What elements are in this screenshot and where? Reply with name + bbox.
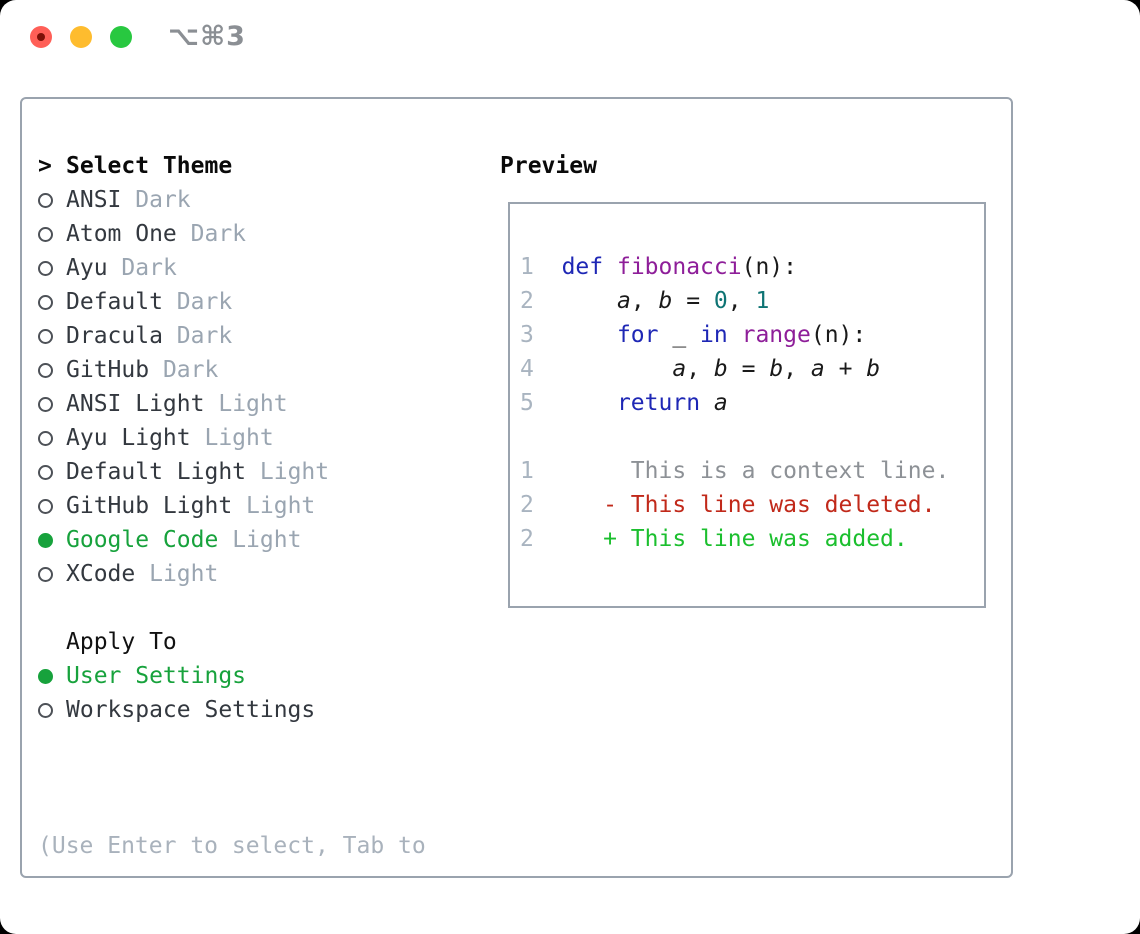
option-label: Dracula Dark xyxy=(66,323,233,349)
radio-unselected-icon xyxy=(38,566,66,582)
radio-unselected-icon xyxy=(38,498,66,514)
theme-item-dracula[interactable]: Dracula Dark xyxy=(38,319,426,353)
theme-item-google-code[interactable]: Google Code Light xyxy=(38,523,426,557)
apply-option-user-settings[interactable]: User Settings xyxy=(38,659,426,693)
option-label: XCode Light xyxy=(66,561,219,587)
radio-unselected-icon xyxy=(38,464,66,480)
option-label: Workspace Settings xyxy=(66,697,316,723)
option-label: Ayu Light Light xyxy=(66,425,274,451)
option-label: GitHub Dark xyxy=(66,357,219,383)
theme-item-ansi[interactable]: ANSI Dark xyxy=(38,183,426,217)
radio-unselected-icon xyxy=(38,396,66,412)
preview-box: 1 def fibonacci(n): 2 a, b = 0, 1 3 for _ … xyxy=(508,202,986,608)
radio-selected-icon xyxy=(38,532,66,548)
radio-unselected-icon xyxy=(38,294,66,310)
diff-line-ctx: 1 This is a context line. xyxy=(520,458,950,484)
theme-item-xcode[interactable]: XCode Light xyxy=(38,557,426,591)
maximize-button[interactable] xyxy=(110,26,132,48)
code-line: 1 def fibonacci(n): xyxy=(520,254,797,280)
option-label: Ayu Dark xyxy=(66,255,177,281)
radio-unselected-icon xyxy=(38,192,66,208)
option-label: Default Light Light xyxy=(66,459,330,485)
focus-caret-icon: > xyxy=(38,153,52,179)
option-label: ANSI Light Light xyxy=(66,391,288,417)
radio-unselected-icon xyxy=(38,226,66,242)
code-line: 5 return a xyxy=(520,390,728,416)
option-label: GitHub Light Light xyxy=(66,493,316,519)
apply-to-heading-label: Apply To xyxy=(66,629,177,655)
hint-text: (Use Enter to select, Tab to change focu… xyxy=(38,761,426,934)
spacer xyxy=(38,727,426,761)
diff-line-del: 2 - This line was deleted. xyxy=(520,492,936,518)
code-line: 3 for _ in range(n): xyxy=(520,322,867,348)
preview-heading: Preview xyxy=(500,153,597,179)
option-label: User Settings xyxy=(66,663,247,689)
radio-unselected-icon xyxy=(38,260,66,276)
code-line: 2 a, b = 0, 1 xyxy=(520,288,770,314)
theme-item-default[interactable]: Default Dark xyxy=(38,285,426,319)
window-title: ⌥⌘3 xyxy=(168,21,246,52)
apply-option-workspace-settings[interactable]: Workspace Settings xyxy=(38,693,426,727)
minimize-button[interactable] xyxy=(70,26,92,48)
close-button[interactable] xyxy=(30,26,52,48)
spacer xyxy=(38,591,426,625)
theme-item-ayu-light[interactable]: Ayu Light Light xyxy=(38,421,426,455)
apply-to-heading: Apply To xyxy=(38,625,426,659)
theme-item-atom-one[interactable]: Atom One Dark xyxy=(38,217,426,251)
select-theme-heading-label: Select Theme xyxy=(66,153,233,179)
close-dot-icon xyxy=(37,33,45,41)
radio-unselected-icon xyxy=(38,430,66,446)
hint-line-1: (Use Enter to select, Tab to xyxy=(38,833,426,859)
code-preview: 1 def fibonacci(n): 2 a, b = 0, 1 3 for _ … xyxy=(510,204,984,556)
option-label: Google Code Light xyxy=(66,527,302,553)
radio-unselected-icon xyxy=(38,328,66,344)
diff-line-add: 2 + This line was added. xyxy=(520,526,908,552)
option-label: ANSI Dark xyxy=(66,187,191,213)
theme-item-ansi-light[interactable]: ANSI Light Light xyxy=(38,387,426,421)
select-theme-heading: > Select Theme xyxy=(38,149,426,183)
radio-unselected-icon xyxy=(38,362,66,378)
radio-unselected-icon xyxy=(38,702,66,718)
theme-item-github[interactable]: GitHub Dark xyxy=(38,353,426,387)
code-line: 4 a, b = b, a + b xyxy=(520,356,881,382)
theme-item-ayu[interactable]: Ayu Dark xyxy=(38,251,426,285)
theme-item-default-light[interactable]: Default Light Light xyxy=(38,455,426,489)
option-label: Default Dark xyxy=(66,289,233,315)
titlebar: ⌥⌘3 xyxy=(0,0,1140,72)
radio-selected-icon xyxy=(38,668,66,684)
option-label: Atom One Dark xyxy=(66,221,247,247)
theme-item-github-light[interactable]: GitHub Light Light xyxy=(38,489,426,523)
